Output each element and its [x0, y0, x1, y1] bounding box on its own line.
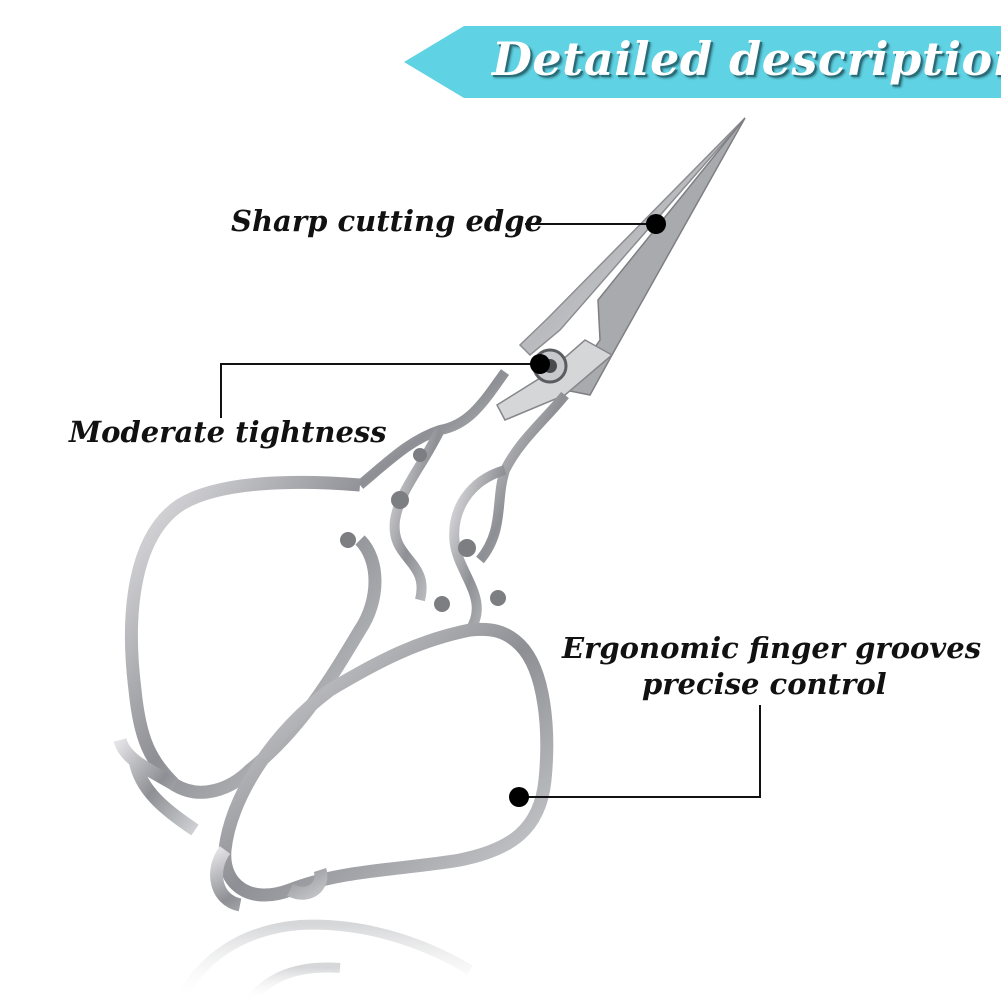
title-banner: Detailed description: [404, 26, 1001, 98]
right-handle: [210, 622, 554, 912]
callout-dots: [509, 214, 666, 807]
floral-ornaments: [340, 448, 506, 612]
callout-lines: [220, 223, 761, 798]
callout-ergonomic-line2: precise control: [642, 667, 887, 701]
callout-moderate-tightness: Moderate tightness: [69, 415, 387, 449]
callout-ergonomic-line1: Ergonomic finger grooves: [562, 631, 982, 665]
ornate-neck: [356, 369, 569, 633]
callout-sharp-cutting-edge: Sharp cutting edge: [231, 204, 543, 238]
reflection: [175, 919, 473, 1001]
banner-title: Detailed description: [492, 32, 1001, 86]
blades: [496, 117, 746, 421]
banner-arrow-shape: [404, 26, 1001, 98]
left-handle: [113, 475, 382, 836]
